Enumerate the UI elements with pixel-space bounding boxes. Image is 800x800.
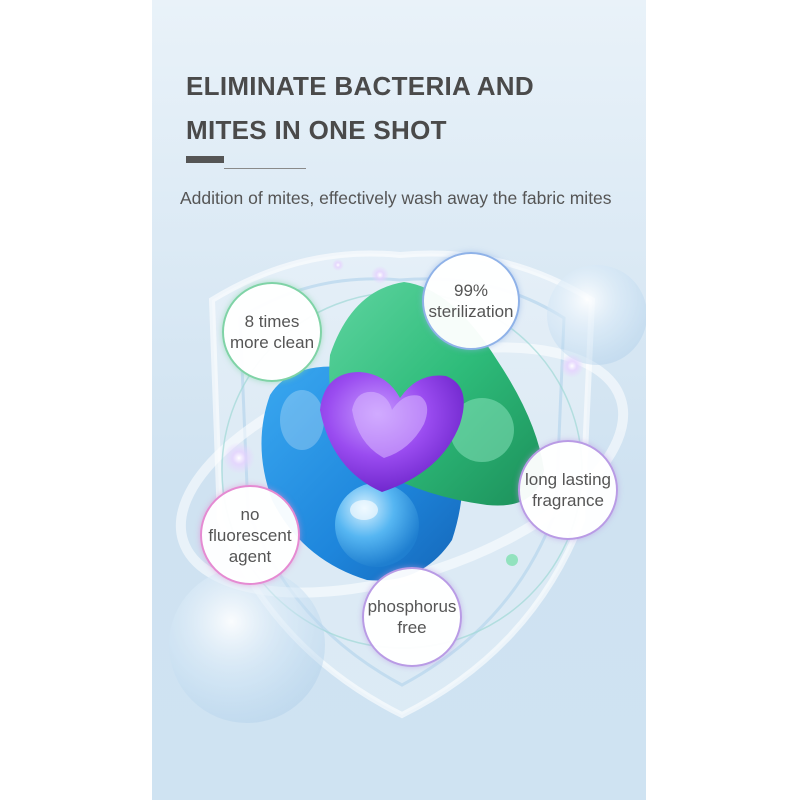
badge-sterilization-line1: 99% [453,281,489,300]
blue-pod-highlight [280,390,324,450]
product-illustration [169,250,646,723]
sparkle [223,442,255,474]
sparkle [371,266,389,284]
sparkle [506,554,518,566]
green-pod-bubble [450,398,514,462]
title-underline-thick [186,156,224,163]
badge-sterilization-line2: sterilization [428,302,514,321]
badge-sterilization: 99% sterilization [422,252,520,350]
subtitle: Addition of mites, effectively wash away… [180,188,612,208]
badge-fragrance-line2: fragrance [532,491,604,510]
badge-more-clean-line2: more clean [229,333,315,352]
badge-no-fluorescent-line1: no [240,504,260,524]
purple-heart-shine [352,391,428,458]
title-line-1: ELIMINATE BACTERIA AND [186,71,534,101]
badge-more-clean-line1: 8 times [244,312,300,331]
badge-fragrance-line1: long lasting [524,470,611,489]
title-underline-thin [224,168,306,169]
title-line-2: MITES IN ONE SHOT [186,115,447,145]
water-drop [335,483,419,567]
page-title: ELIMINATE BACTERIA AND MITES IN ONE SHOT [186,64,626,152]
badge-phosphorus-free-line1: phosphorus [367,597,457,616]
sparkle [332,259,344,271]
badge-phosphorus-free-line2: free [397,618,427,637]
water-drop-highlight [350,500,378,520]
product-panel: ELIMINATE BACTERIA AND MITES IN ONE SHOT… [152,0,646,800]
bubble-top-right [547,265,646,365]
sparkle [560,354,584,378]
bubble-bottom-left [169,567,325,723]
badge-no-fluorescent-line2: fluorescent [208,525,292,545]
badge-fragrance: long lasting fragrance [518,440,618,540]
badge-more-clean: 8 times more clean [222,282,322,382]
badge-no-fluorescent-line3: agent [228,546,272,566]
badge-no-fluorescent: no fluorescent agent [200,485,300,585]
badge-phosphorus-free: phosphorus free [362,567,462,667]
